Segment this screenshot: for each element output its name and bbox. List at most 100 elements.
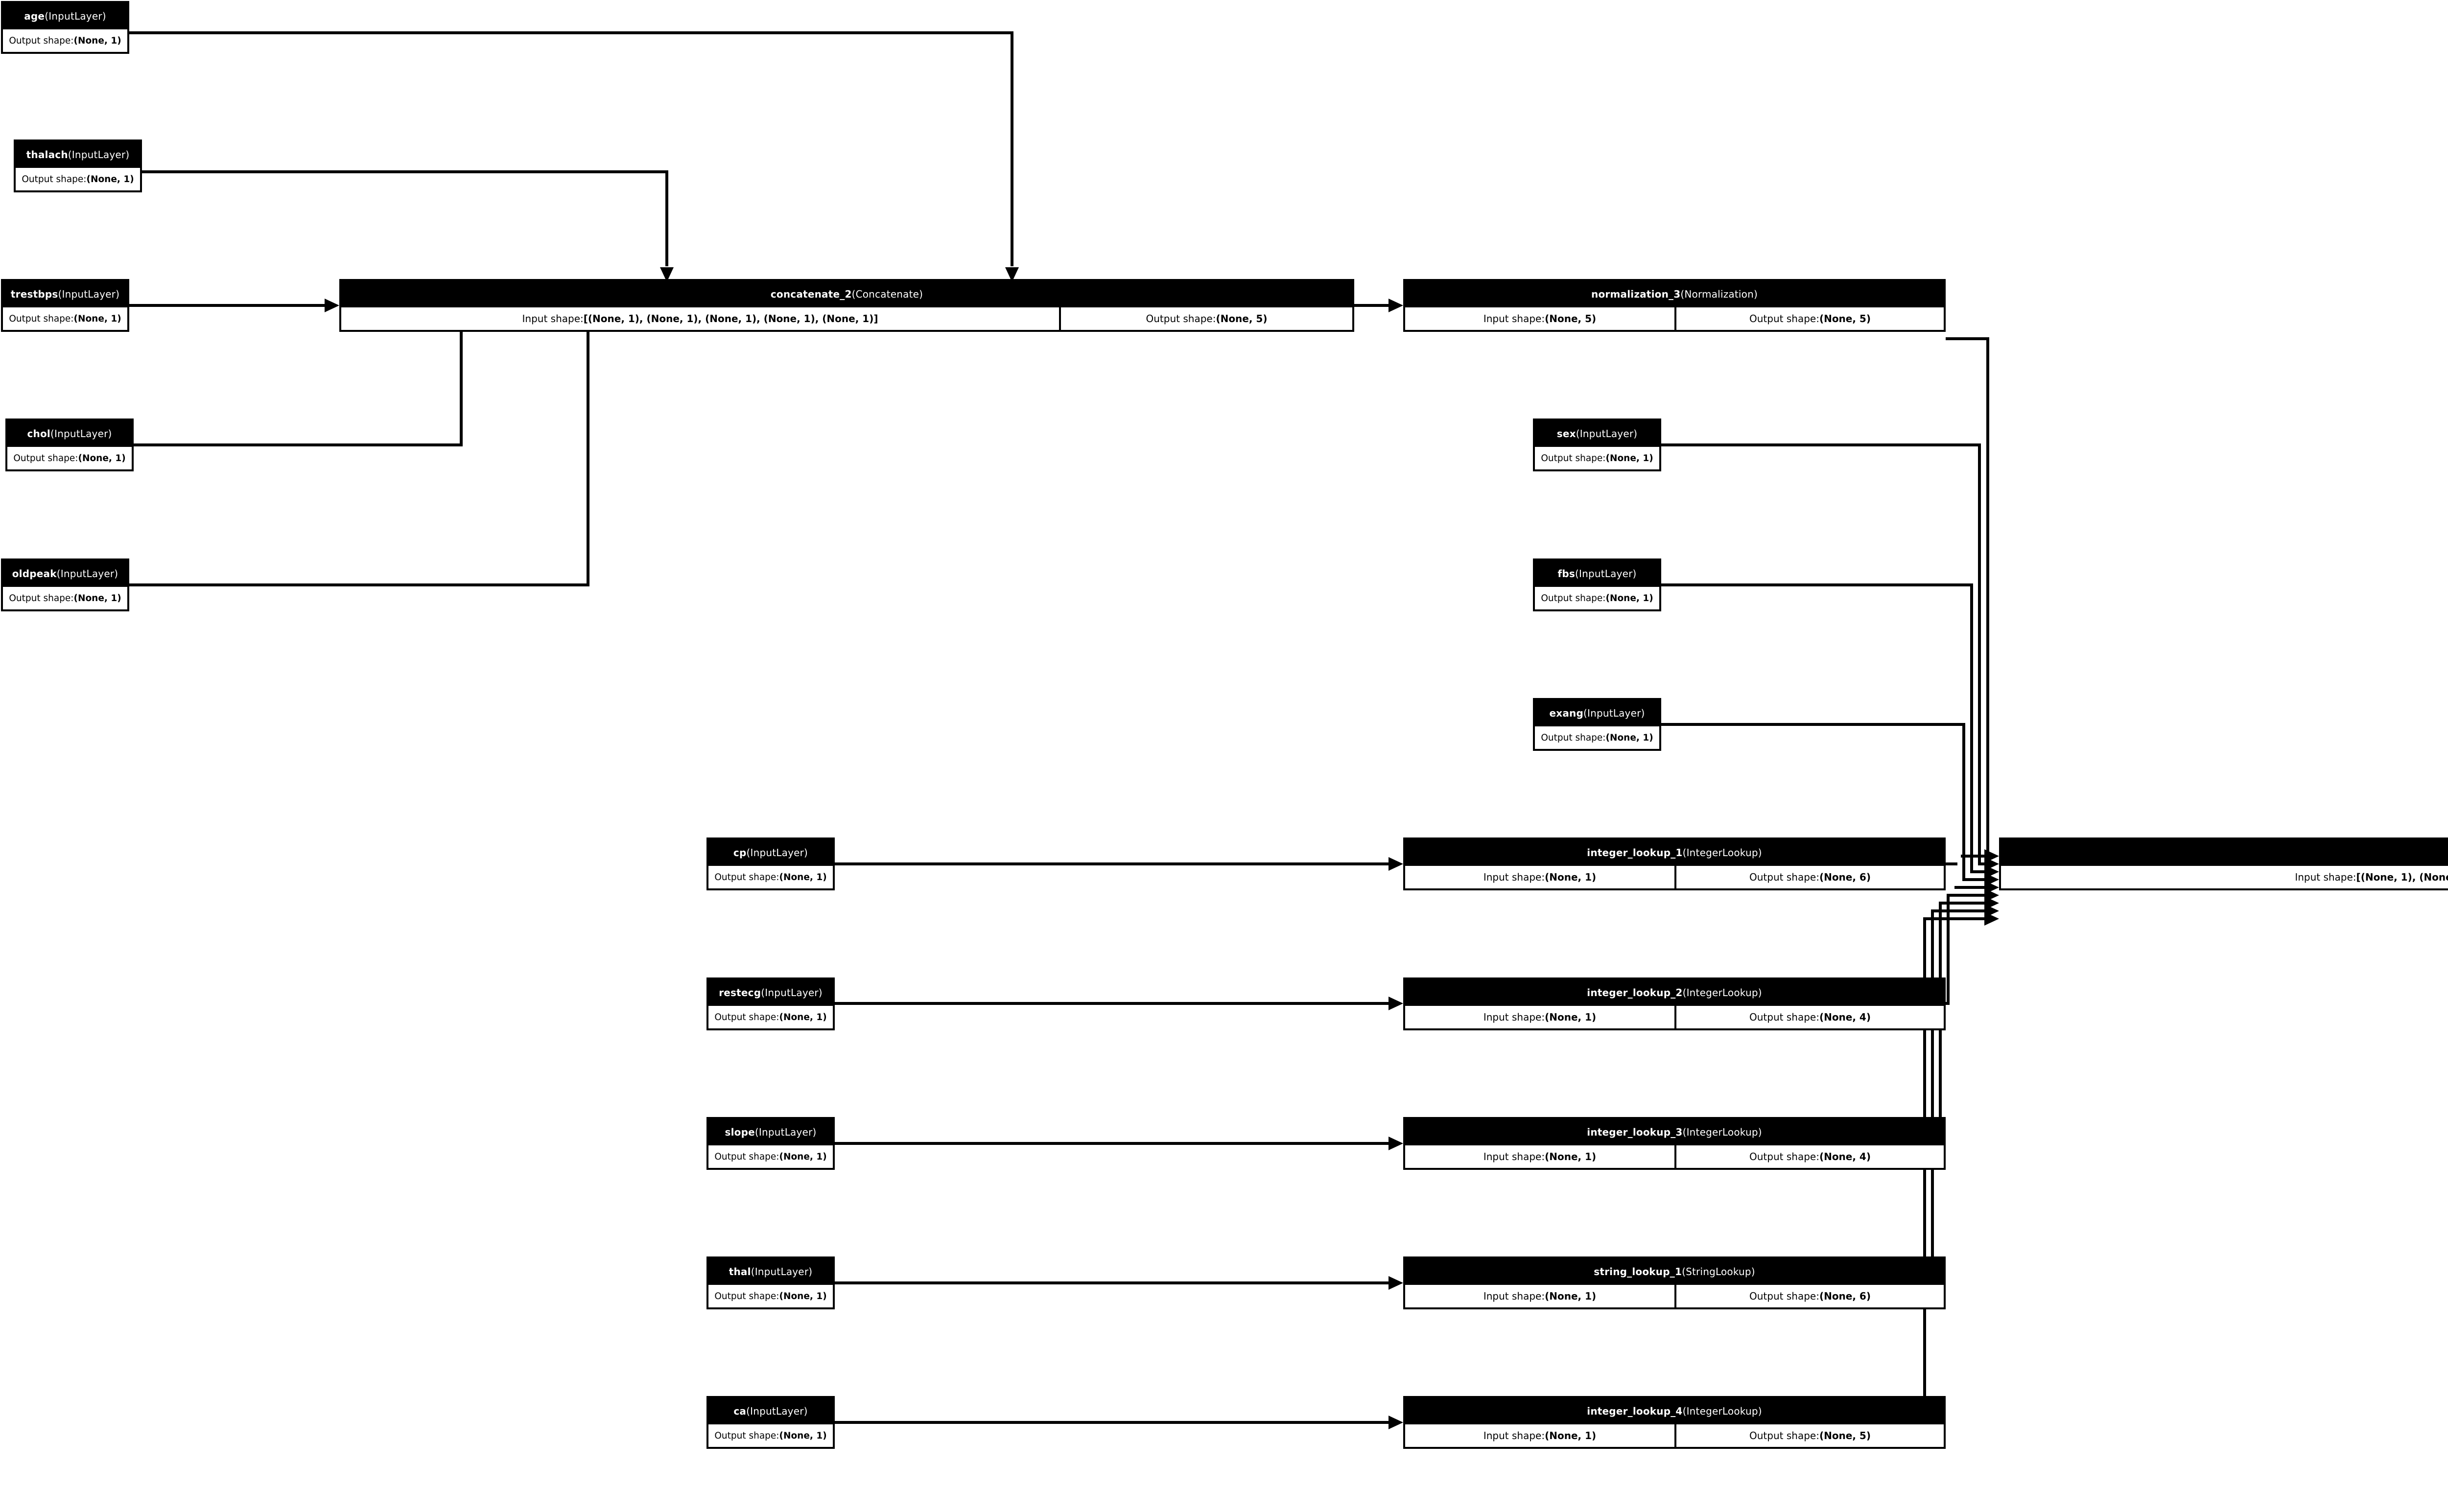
node-output-shape-integer_lookup_2: Output shape: (None, 4) xyxy=(1676,1006,1944,1028)
node-age: age (InputLayer)Output shape: (None, 1) xyxy=(1,1,129,54)
node-name-concatenate_2: concatenate_2 xyxy=(770,288,852,300)
node-name-integer_lookup_1: integer_lookup_1 xyxy=(1587,847,1683,859)
node-name-thal: thal xyxy=(729,1266,751,1278)
shape-value: (None, 5) xyxy=(1819,313,1871,325)
node-name-integer_lookup_2: integer_lookup_2 xyxy=(1587,987,1683,999)
node-type-age: (InputLayer) xyxy=(45,10,106,22)
node-body-integer_lookup_4: Input shape: (None, 1) Output shape: (Non… xyxy=(1405,1424,1944,1447)
node-body-trestbps: Output shape: (None, 1) xyxy=(3,307,127,330)
edge-oldpeak-to-concatenate_2 xyxy=(587,332,589,586)
edge-integer_lookup_3-to-concatenate_3 xyxy=(1939,902,1989,905)
edge-normalization_3-to-concatenate_3 xyxy=(1961,855,1989,858)
edge-integer_lookup_4-to-concatenate_3 xyxy=(1923,917,1926,1422)
shape-label: Output shape: xyxy=(1541,732,1606,743)
edge-slope-to-integer_lookup_3 xyxy=(835,1142,1389,1145)
edge-exang-to-concatenate_3 xyxy=(1962,723,1965,878)
node-output-shape-integer_lookup_3: Output shape: (None, 4) xyxy=(1676,1145,1944,1168)
node-output-shape-integer_lookup_1: Output shape: (None, 6) xyxy=(1676,866,1944,888)
node-output-shape-oldpeak: Output shape: (None, 1) xyxy=(3,587,127,609)
shape-value: (None, 1) xyxy=(1545,1151,1597,1163)
node-output-shape-thalach: Output shape: (None, 1) xyxy=(16,168,140,190)
shape-value: (None, 1) xyxy=(1545,1430,1597,1442)
edge-chol-to-concatenate_2 xyxy=(134,443,463,446)
shape-label: Output shape: xyxy=(9,313,74,324)
arrowhead-ca-to-integer_lookup_4 xyxy=(1389,1416,1403,1429)
node-body-sex: Output shape: (None, 1) xyxy=(1535,447,1659,469)
node-body-oldpeak: Output shape: (None, 1) xyxy=(3,587,127,609)
node-name-chol: chol xyxy=(27,428,50,440)
shape-value: (None, 1) xyxy=(1605,732,1653,743)
node-output-shape-fbs: Output shape: (None, 1) xyxy=(1535,587,1659,609)
shape-label: Output shape: xyxy=(13,453,78,464)
node-output-shape-thal: Output shape: (None, 1) xyxy=(708,1285,833,1307)
edge-sex-to-concatenate_3 xyxy=(1661,443,1981,446)
node-input-shape-normalization_3: Input shape: (None, 5) xyxy=(1405,307,1674,330)
shape-value: [(None, 1), (None, 1), (None, 1), (None,… xyxy=(2356,871,2448,883)
shape-label: Output shape: xyxy=(1541,593,1606,604)
node-body-ca: Output shape: (None, 1) xyxy=(708,1424,833,1447)
node-slope: slope (InputLayer)Output shape: (None, 1… xyxy=(706,1117,835,1170)
shape-label: Output shape: xyxy=(1749,1290,1819,1302)
node-body-integer_lookup_3: Input shape: (None, 1)Output shape: (Non… xyxy=(1405,1145,1944,1168)
shape-label: Output shape: xyxy=(1749,1151,1819,1163)
shape-label: Input shape: xyxy=(1483,313,1545,325)
edge-age-to-concatenate_2 xyxy=(1011,31,1013,266)
node-name-ca: ca xyxy=(733,1405,747,1417)
node-output-shape-age: Output shape: (None, 1) xyxy=(3,29,127,52)
shape-value: (None, 1) xyxy=(86,174,134,185)
shape-value: (None, 1) xyxy=(78,453,126,464)
shape-value: (None, 1) xyxy=(1605,593,1653,604)
shape-label: Input shape: xyxy=(1483,1011,1545,1023)
edge-integer_lookup_2-to-concatenate_3 xyxy=(1947,894,1950,1003)
node-output-shape-cp: Output shape: (None, 1) xyxy=(708,866,833,888)
arrowhead-integer_lookup_4-to-concatenate_3 xyxy=(1984,912,1999,926)
shape-label: Input shape: xyxy=(1483,1430,1545,1442)
node-type-ca: (InputLayer) xyxy=(746,1405,808,1417)
node-name-thalach: thalach xyxy=(26,149,68,161)
node-body-integer_lookup_1: Input shape: (None, 1)Output shape: (Non… xyxy=(1405,866,1944,888)
node-cp: cp (InputLayer)Output shape: (None, 1) xyxy=(706,837,835,890)
node-type-chol: (InputLayer) xyxy=(50,428,112,440)
node-input-shape-integer_lookup_2: Input shape: (None, 1) xyxy=(1405,1006,1674,1028)
node-input-shape-integer_lookup_3: Input shape: (None, 1) xyxy=(1405,1145,1674,1168)
node-output-shape-slope: Output shape: (None, 1) xyxy=(708,1145,833,1168)
node-name-restecg: restecg xyxy=(719,987,761,999)
node-title-chol: chol (InputLayer) xyxy=(7,420,132,447)
node-type-normalization_3: (Normalization) xyxy=(1680,288,1758,300)
node-body-concatenate_2: Input shape: [(None, 1), (None, 1), (Non… xyxy=(341,307,1352,330)
shape-label: Output shape: xyxy=(9,35,74,46)
edge-chol-to-concatenate_2 xyxy=(460,332,463,446)
shape-label: Input shape: xyxy=(2295,871,2356,883)
node-exang: exang (InputLayer)Output shape: (None, 1… xyxy=(1533,698,1661,751)
node-output-shape-restecg: Output shape: (None, 1) xyxy=(708,1006,833,1028)
node-body-string_lookup_1: Input shape: (None, 1)Output shape: (Non… xyxy=(1405,1285,1944,1307)
edge-normalization_3-to-concatenate_3 xyxy=(1986,337,1989,858)
node-type-trestbps: (InputLayer) xyxy=(58,288,120,300)
node-type-cp: (InputLayer) xyxy=(746,847,808,859)
node-output-shape-integer_lookup_4: Output shape: (None, 5) xyxy=(1676,1424,1944,1447)
shape-value: (None, 1) xyxy=(779,1012,827,1023)
node-title-integer_lookup_3: integer_lookup_3 (IntegerLookup) xyxy=(1405,1119,1944,1145)
edge-normalization_3-to-concatenate_3 xyxy=(1946,337,1989,340)
arrowhead-concatenate_2-to-normalization_3 xyxy=(1389,299,1403,312)
node-type-thalach: (InputLayer) xyxy=(68,149,130,161)
shape-label: Input shape: xyxy=(1483,1151,1545,1163)
node-output-shape-ca: Output shape: (None, 1) xyxy=(708,1424,833,1447)
shape-label: Output shape: xyxy=(714,1012,779,1023)
shape-value: (None, 1) xyxy=(779,872,827,883)
shape-value: (None, 5) xyxy=(1819,1430,1871,1442)
node-sex: sex (InputLayer)Output shape: (None, 1) xyxy=(1533,419,1661,471)
shape-value: (None, 1) xyxy=(1545,1290,1597,1302)
edge-fbs-to-concatenate_3 xyxy=(1970,870,1989,873)
node-output-shape-concatenate_2: Output shape: (None, 5) xyxy=(1061,307,1352,330)
edge-restecg-to-integer_lookup_2 xyxy=(835,1002,1389,1005)
node-name-exang: exang xyxy=(1549,707,1583,719)
shape-value: (None, 6) xyxy=(1819,871,1871,883)
node-type-integer_lookup_4: (IntegerLookup) xyxy=(1682,1405,1762,1417)
shape-value: (None, 1) xyxy=(73,593,121,604)
shape-label: Output shape: xyxy=(714,1430,779,1441)
node-name-oldpeak: oldpeak xyxy=(12,568,57,580)
node-title-cp: cp (InputLayer) xyxy=(708,839,833,866)
shape-value: (None, 1) xyxy=(1545,871,1597,883)
